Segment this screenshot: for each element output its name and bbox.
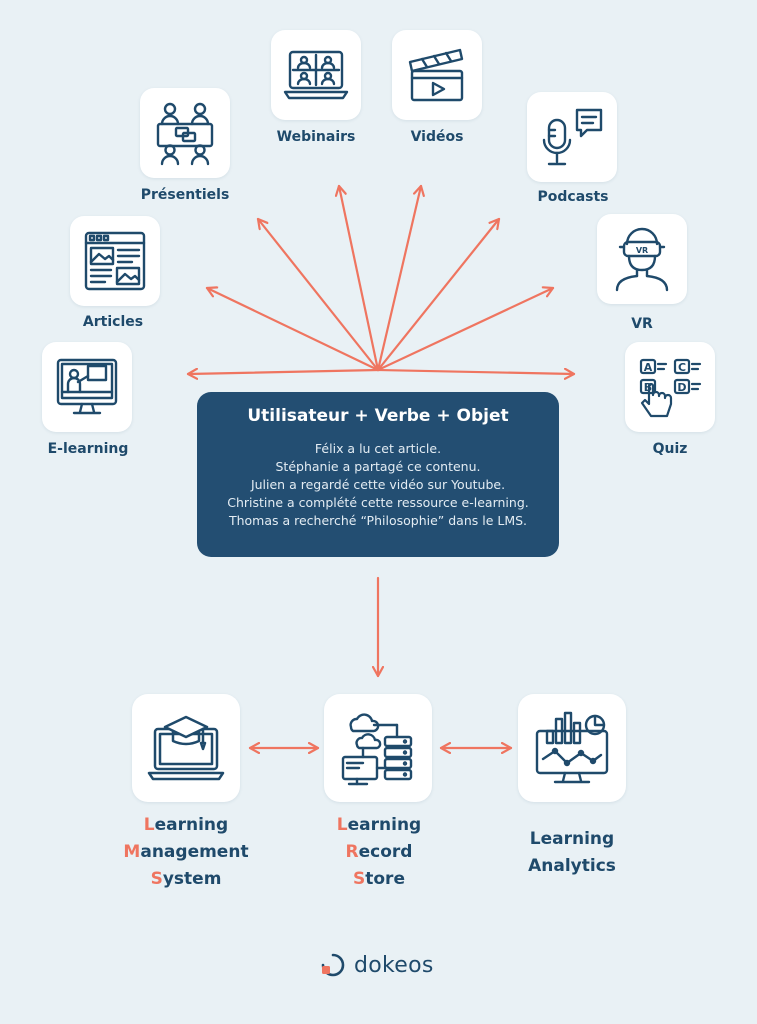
statement-example: Félix a lu cet article.	[314, 441, 442, 456]
vr-label: VR	[631, 316, 653, 332]
arrow-presentiels	[256, 217, 380, 372]
dokeos-logo-icon	[321, 953, 345, 977]
lrs-tile	[324, 694, 432, 802]
analytics-tile	[518, 694, 626, 802]
meeting-icon	[156, 102, 214, 166]
cloud-server-icon	[341, 713, 413, 786]
arrow-webinairs	[339, 184, 380, 372]
vr-tile: VR	[597, 214, 687, 304]
articles-label: Articles	[82, 314, 144, 330]
article-icon	[84, 231, 146, 291]
svg-text:D: D	[677, 381, 686, 394]
lms-name-line: Learning	[143, 815, 229, 835]
lms-name: Learning Management System	[123, 812, 248, 893]
lrs-name-line: Record	[345, 842, 413, 862]
lrs-name-line: Store	[353, 869, 405, 889]
webinairs-tile	[271, 30, 361, 120]
lms-name-line: System	[150, 869, 222, 889]
presentiels-label: Présentiels	[140, 187, 230, 203]
elearning-label: E-learning	[47, 441, 129, 457]
arrow-articles	[205, 288, 380, 372]
statement-example: Julien a regardé cette vidéo sur Youtube…	[250, 477, 506, 492]
presentiels-tile	[140, 88, 230, 178]
arrow-podcasts	[376, 217, 501, 372]
elearning-tile	[42, 342, 132, 432]
videos-label: Vidéos	[410, 129, 464, 145]
svg-text:VR: VR	[636, 246, 648, 255]
lms-tile	[132, 694, 240, 802]
videos-tile	[392, 30, 482, 120]
svg-text:C: C	[678, 361, 686, 374]
clapperboard-icon	[408, 48, 464, 102]
quiz-icon: A C B D	[639, 358, 702, 418]
svg-text:A: A	[644, 361, 653, 374]
arrow-vr	[376, 288, 555, 372]
arrow-videos	[376, 184, 421, 372]
statement-example: Thomas a recherché “Philosophie” dans le…	[228, 513, 528, 528]
analytics-name-line: Analytics	[528, 856, 616, 876]
microphone-icon	[542, 108, 603, 166]
podcasts-label: Podcasts	[537, 189, 609, 205]
arrow-quiz	[376, 370, 576, 374]
quiz-label: Quiz	[652, 441, 688, 457]
statement-example: Christine a complété cette ressource e-l…	[227, 495, 529, 510]
webinairs-label: Webinairs	[276, 129, 356, 145]
statement-title: Utilisateur + Verbe + Objet	[247, 406, 509, 426]
analytics-name-line: Learning	[529, 829, 615, 849]
statement-box: Utilisateur + Verbe + Objet Félix a lu c…	[197, 392, 559, 557]
lrs-name: Learning Record Store	[337, 812, 421, 893]
arrow-elearning	[186, 370, 380, 374]
podcasts-tile	[527, 92, 617, 182]
analytics-dashboard-icon	[535, 711, 609, 784]
lrs-name-line: Learning	[336, 815, 422, 835]
dokeos-logo: dokeos	[320, 950, 434, 980]
webinar-icon	[283, 50, 349, 100]
lms-name-line: Management	[123, 842, 249, 862]
elearning-icon	[56, 358, 118, 415]
statement-example: Stéphanie a partagé ce contenu.	[275, 459, 481, 474]
articles-tile	[70, 216, 160, 306]
brand-name: dokeos	[354, 952, 434, 978]
analytics-name: Learning Analytics	[528, 826, 616, 880]
quiz-tile: A C B D	[625, 342, 715, 432]
graduation-laptop-icon	[147, 715, 225, 781]
vr-headset-icon: VR	[615, 227, 669, 292]
